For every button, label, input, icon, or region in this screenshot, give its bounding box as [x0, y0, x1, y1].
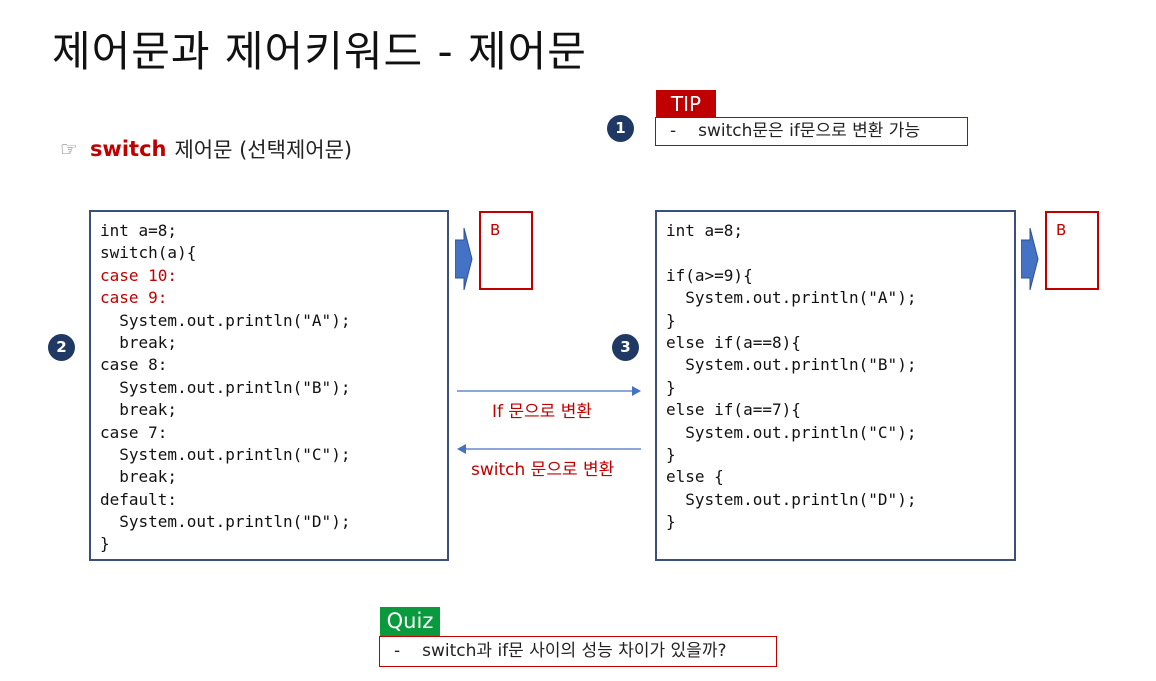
code-line: System.out.println("C"); [666, 422, 917, 442]
page-title: 제어문과 제어키워드 - 제어문 [52, 27, 587, 76]
code-line: case 7: [100, 422, 168, 442]
switch-result-value: B [490, 221, 501, 239]
quiz-dash: - [394, 641, 401, 661]
code-line: System.out.println("B"); [666, 355, 917, 375]
code-line: case 10: [100, 265, 178, 285]
quiz-box: - switch과 if문 사이의 성능 차이가 있을까? [379, 636, 777, 667]
code-line: } [100, 534, 110, 554]
code-line: } [666, 512, 676, 532]
code-line: } [666, 377, 676, 397]
code-line: if(a>=9){ [666, 265, 753, 285]
section-subtitle: ☞ switch 제어문 (선택제어문) [60, 134, 352, 164]
code-line: int a=8; [666, 221, 744, 240]
result-arrow-left-icon [455, 228, 473, 290]
if-result-value: B [1056, 221, 1067, 239]
code-line: break; [100, 400, 178, 420]
tip-box: - switch문은 if문으로 변환 가능 [655, 117, 968, 146]
code-line [666, 242, 1014, 264]
badge-3: 3 [612, 334, 639, 361]
badge-1: 1 [607, 115, 634, 142]
code-line: case 8: [100, 355, 168, 375]
badge-2: 2 [48, 334, 75, 361]
tip-label: TIP [656, 90, 716, 118]
if-code-box: int a=8; if(a>=9){ System.out.println("A"… [655, 210, 1016, 561]
result-arrow-right-icon [1021, 228, 1039, 290]
subtitle-keyword: switch [89, 137, 167, 161]
subtitle-text: 제어문 (선택제어문) [174, 138, 353, 162]
convert-to-if-label: If 문으로 변환 [492, 402, 593, 422]
quiz-label: Quiz [380, 607, 440, 636]
convert-to-switch-label: switch 문으로 변환 [471, 460, 615, 480]
convert-to-switch-arrow-icon [457, 444, 641, 454]
switch-result-box: B [479, 211, 533, 290]
convert-to-if-arrow-icon [457, 386, 641, 396]
code-line: System.out.println("C"); [100, 444, 351, 464]
code-line: default: [100, 489, 178, 509]
code-line: System.out.println("B"); [100, 377, 351, 397]
tip-dash: - [670, 121, 677, 141]
switch-code-box: int a=8; switch(a){case 10: case 9: System… [89, 210, 449, 561]
code-line: System.out.println("D"); [100, 512, 351, 532]
tip-text: switch문은 if문으로 변환 가능 [698, 121, 921, 141]
code-line: } [666, 310, 676, 330]
code-line: else if(a==8){ [666, 332, 801, 352]
pointing-hand-icon: ☞ [60, 137, 78, 161]
code-line: switch(a){ [100, 243, 197, 263]
code-line: System.out.println("D"); [666, 489, 917, 509]
code-line: else if(a==7){ [666, 400, 801, 420]
code-line: int a=8; [100, 221, 178, 240]
code-line: System.out.println("A"); [100, 310, 351, 330]
code-line: break; [100, 467, 178, 487]
code-line: break; [100, 332, 178, 352]
code-line: System.out.println("A"); [666, 288, 917, 308]
if-result-box: B [1045, 211, 1099, 290]
code-line: } [666, 444, 676, 464]
code-line: case 9: [100, 288, 168, 308]
quiz-text: switch과 if문 사이의 성능 차이가 있을까? [422, 641, 727, 661]
code-line: else { [666, 467, 724, 487]
